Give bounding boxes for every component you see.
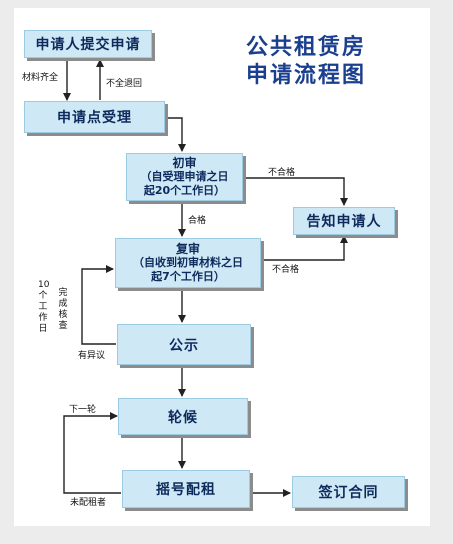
node-first-review: 初审 （自受理申请之日 起20个工作日） [126,153,243,201]
edge-second-to-notify [261,235,348,261]
edge-first-to-notify [243,177,348,206]
node-label: 申请点受理 [57,110,132,126]
node-detail-1: （自收到初审材料之日 [133,256,243,269]
node-label: 告知申请人 [306,214,382,230]
node-notify-applicant: 告知申请人 [293,207,395,235]
edge-label-not-allocated: 未配租者 [70,498,107,508]
node-publicity: 公示 [117,324,251,365]
node-sign-contract: 签订合同 [292,476,405,508]
connector-lines [63,58,348,497]
node-label: 摇号配租 [156,482,216,498]
edge-publicity-loop [81,265,116,345]
edge-label-next-round: 下一轮 [69,405,97,415]
node-detail-1: （自受理申请之日 [140,170,229,183]
flowchart-canvas: 公共租赁房 申请流程图 申请人提交申请 申请点受理 初审 （自受理申请之日 起2… [14,8,430,526]
edge-label-materials-complete: 材料齐全 [22,73,59,83]
node-lottery-allocation: 摇号配租 [122,470,250,508]
node-label: 签订合同 [318,485,379,501]
title-line-1: 公共租赁房 [246,35,367,60]
node-accept-application: 申请点受理 [24,101,165,133]
diagram-title: 公共租赁房 申请流程图 [246,34,366,90]
edge-label-recheck-days: 10个工作日 [38,280,50,334]
node-label: 初审 [172,156,197,170]
title-line-2: 申请流程图 [246,63,367,88]
edge-label-recheck-done: 完成核查 [58,288,68,331]
edge-lottery-loop [63,412,121,494]
node-label: 公示 [169,337,199,354]
node-submit-application: 申请人提交申请 [24,30,152,58]
node-second-review: 复审 （自收到初审材料之日 起7个工作日） [115,238,261,288]
edge-label-fail-first: 不合格 [268,168,296,178]
edge-label-incomplete-returned: 不全退回 [106,79,143,89]
edge-accept-to-first-review [165,117,186,152]
edge-label-pass: 合格 [188,216,207,226]
node-label: 轮候 [168,409,198,426]
node-label: 申请人提交申请 [35,37,141,53]
edge-label-objection: 有异议 [78,351,106,361]
node-label: 复审 [175,242,200,256]
edge-label-fail-second: 不合格 [272,265,300,275]
node-detail-2: 起7个工作日） [151,270,225,283]
node-waiting: 轮候 [118,398,248,435]
node-detail-2: 起20个工作日） [143,184,226,197]
